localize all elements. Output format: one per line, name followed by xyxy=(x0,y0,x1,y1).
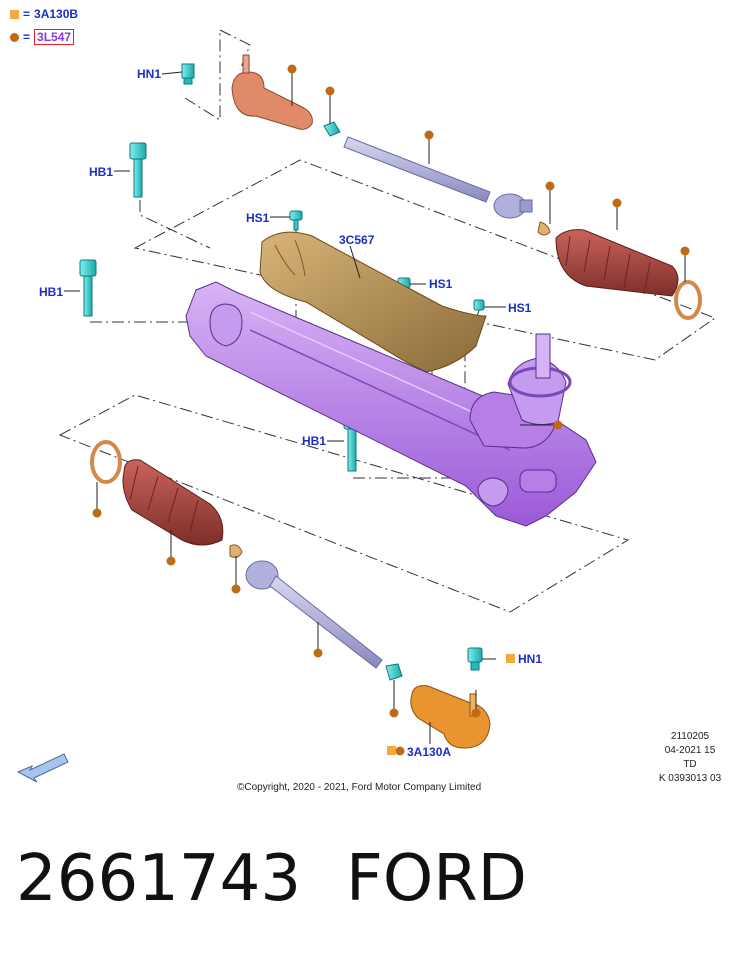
label-housing-cover[interactable]: 3C567 xyxy=(339,233,375,247)
bolt-hb1-mid[interactable] xyxy=(79,259,97,317)
clamp-small-top[interactable] xyxy=(537,221,551,236)
clamp-ring-top[interactable] xyxy=(674,280,702,320)
label-hn1-top[interactable]: HN1 xyxy=(137,67,162,81)
clamp-small-bottom[interactable] xyxy=(229,544,243,558)
nut-hn1-bottom[interactable] xyxy=(467,647,483,671)
steering-rack-diagram xyxy=(16,29,717,783)
boot-top[interactable] xyxy=(555,229,679,297)
label-hs1-a[interactable]: HS1 xyxy=(246,211,270,225)
inner-tie-rod-bottom[interactable] xyxy=(245,560,383,669)
label-tie-rod-end-bottom[interactable]: 3A130A xyxy=(407,745,452,759)
orange-square-icon xyxy=(10,9,19,19)
meta-line-4: K 0393013 03 xyxy=(658,773,722,784)
leader-lines xyxy=(64,71,686,744)
legend-square-marker-bottom xyxy=(387,746,396,755)
label-hb1-mid[interactable]: HB1 xyxy=(39,285,64,299)
nut-hn1-top[interactable] xyxy=(181,63,195,85)
bolt-hb1-top[interactable] xyxy=(129,142,147,198)
brown-dot-icon xyxy=(10,32,19,42)
housing-cover[interactable] xyxy=(259,231,487,373)
jam-nut-top[interactable] xyxy=(323,121,341,137)
tie-rod-end-top[interactable] xyxy=(231,54,313,130)
legend-square-label: 3A130B xyxy=(34,7,79,21)
steering-rack-housing[interactable] xyxy=(185,281,597,527)
drawing-meta: 2110205 04-2021 15 TD K 0393013 03 xyxy=(652,730,728,786)
inner-tie-rod-top[interactable] xyxy=(343,136,533,219)
label-hb1-top[interactable]: HB1 xyxy=(89,165,114,179)
jam-nut-bottom[interactable] xyxy=(385,663,403,681)
part-number: 2661743 xyxy=(16,842,302,916)
legend-circle-label[interactable]: 3L547 xyxy=(34,29,75,45)
label-hb1-low[interactable]: HB1 xyxy=(302,434,327,448)
screw-hs1-c[interactable] xyxy=(473,299,485,311)
meta-line-2: 04-2021 15 xyxy=(664,745,716,756)
legend-square-row: = 3A130B xyxy=(10,7,78,21)
meta-line-3: TD xyxy=(683,759,697,770)
boot-bottom[interactable] xyxy=(122,459,224,546)
direction-arrow-icon xyxy=(16,753,69,783)
label-hs1-c[interactable]: HS1 xyxy=(508,301,532,315)
clamp-ring-bottom[interactable] xyxy=(90,440,122,484)
legend-square-marker-hn1 xyxy=(506,654,515,663)
meta-line-1: 2110205 xyxy=(670,731,710,742)
legend-circle-row: = 3L547 xyxy=(10,29,75,45)
copyright-text: ©Copyright, 2020 - 2021, Ford Motor Comp… xyxy=(237,782,482,793)
label-hs1-b[interactable]: HS1 xyxy=(429,277,453,291)
brand-name: FORD xyxy=(346,842,527,916)
tie-rod-end-bottom[interactable] xyxy=(410,685,491,749)
label-hn1-bottom[interactable]: HN1 xyxy=(518,652,543,666)
callout-dots xyxy=(92,64,690,756)
screw-hs1-a[interactable] xyxy=(289,210,303,231)
